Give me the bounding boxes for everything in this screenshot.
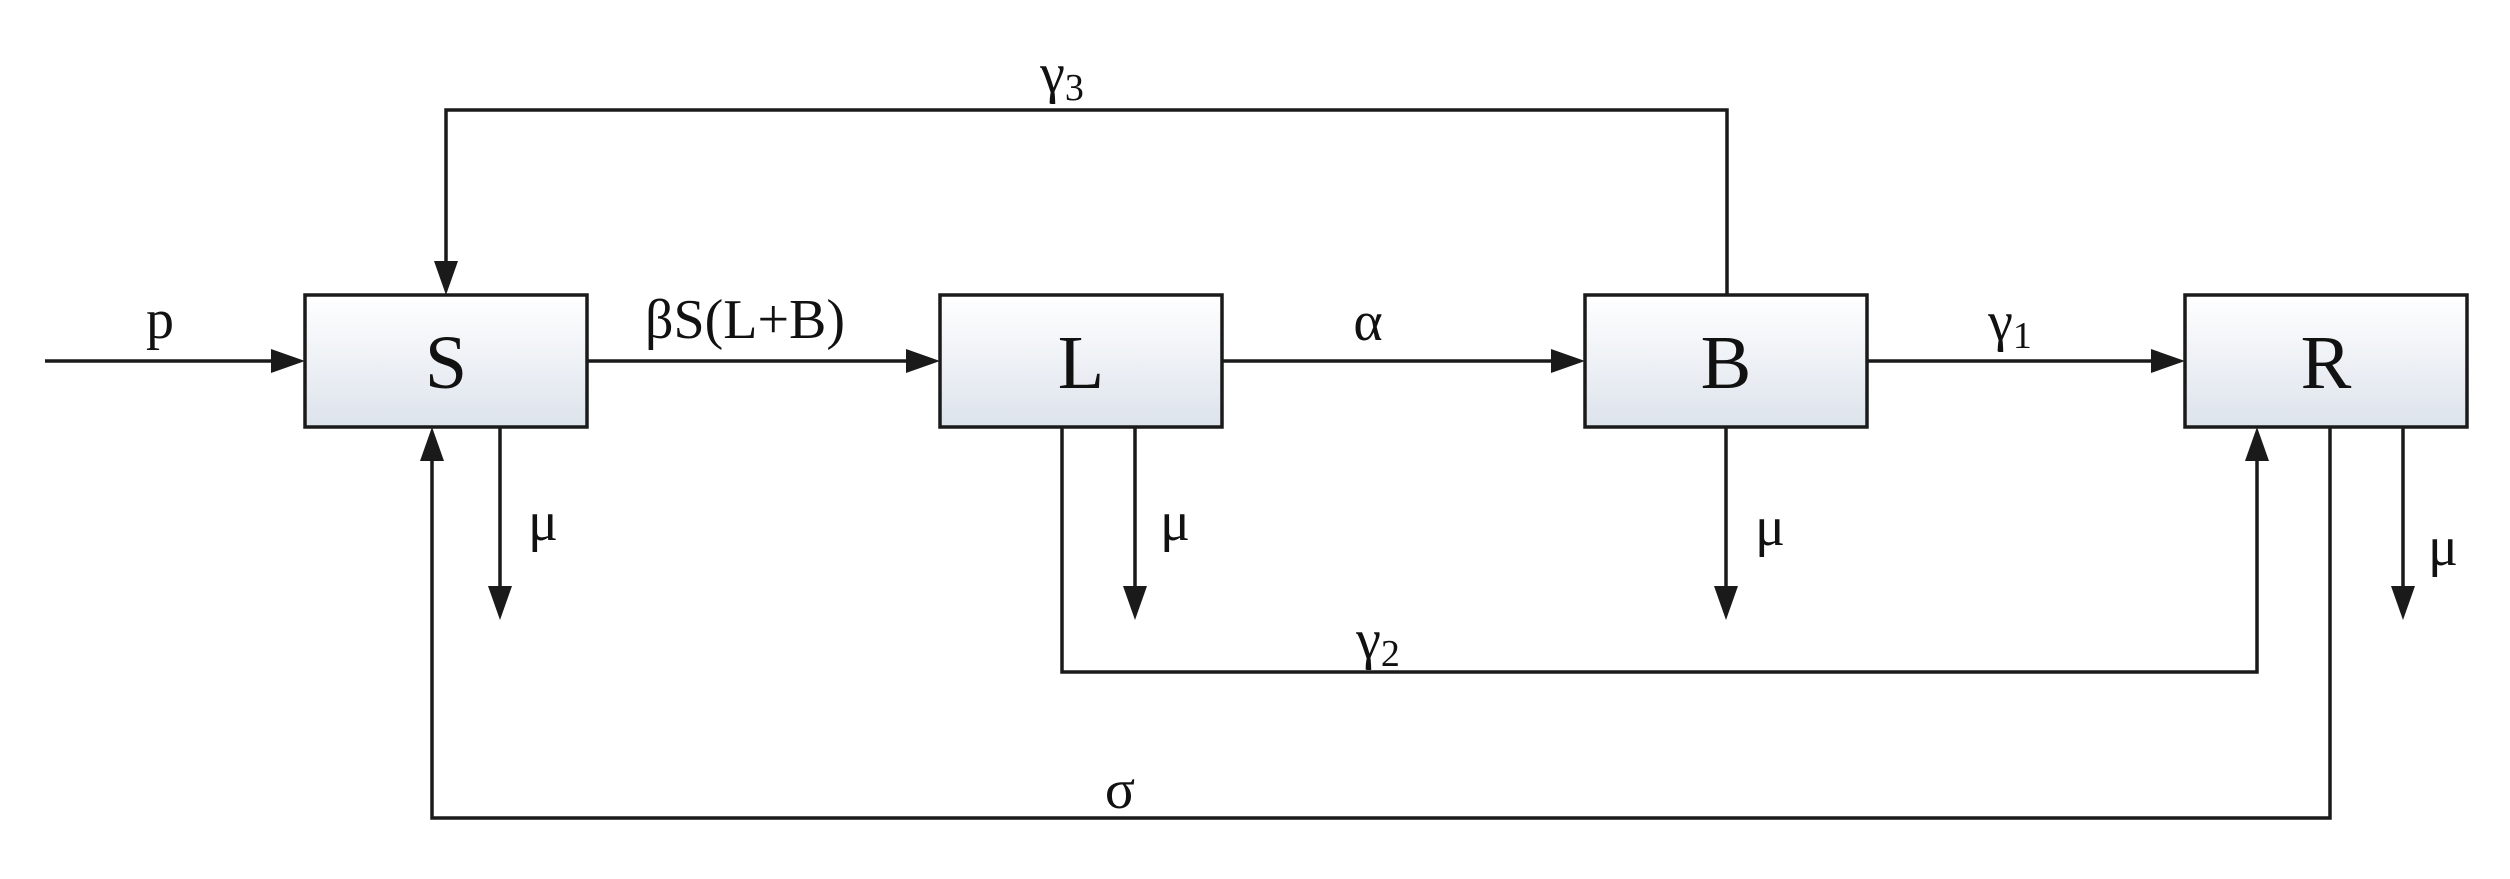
arrowhead <box>488 586 512 620</box>
edge-recovery-l-label: γ2 <box>1355 609 1400 675</box>
edge-death-r-label: μ <box>2428 516 2458 578</box>
edge-recovery-b-label: γ1 <box>1987 291 2032 357</box>
node-b-label: B <box>1701 321 1752 405</box>
edge-death-l-label: μ <box>1160 491 1190 553</box>
edge-recovery-l: γ2 <box>1060 427 2269 675</box>
node-r-label: R <box>2301 321 2352 405</box>
edge-recovery-b: γ1 <box>1867 291 2185 373</box>
gamma-symbol: γ <box>1039 43 1065 105</box>
edge-death-b: μ <box>1714 427 1785 620</box>
edge-infection-label: βS(L+B) <box>645 289 845 351</box>
edge-death-l: μ <box>1123 427 1190 620</box>
arrowhead <box>906 349 940 373</box>
node-b: B <box>1583 293 1869 429</box>
arrowhead <box>434 261 458 295</box>
edge-loss-immunity: σ <box>420 427 2332 821</box>
edge-loss-immunity-label: σ <box>1105 759 1135 821</box>
subscript: 3 <box>1065 67 1084 109</box>
edge-relapse-label: γ3 <box>1039 43 1084 109</box>
node-s-label: S <box>425 321 467 405</box>
edge-infection: βS(L+B) <box>587 289 940 373</box>
edge-inflow-label: p <box>146 289 174 351</box>
edge-death-s: μ <box>488 427 558 620</box>
arrowhead <box>2245 427 2269 461</box>
node-l-label: L <box>1058 321 1104 405</box>
subscript: 2 <box>1381 633 1400 675</box>
arrowhead <box>271 349 305 373</box>
edge-death-b-label: μ <box>1755 496 1785 558</box>
node-l: L <box>938 293 1224 429</box>
edge-progression-label: α <box>1353 291 1382 353</box>
arrowhead <box>2151 349 2185 373</box>
edge-death-s-label: μ <box>528 491 558 553</box>
arrowhead <box>420 427 444 461</box>
node-r: R <box>2183 293 2469 429</box>
arrowhead <box>1123 586 1147 620</box>
node-s-box <box>303 293 589 429</box>
arrowhead <box>1714 586 1738 620</box>
node-r-box <box>2183 293 2469 429</box>
arrowhead <box>2391 586 2415 620</box>
edge-progression: α <box>1222 291 1585 373</box>
arrowhead <box>1551 349 1585 373</box>
edge-inflow: p <box>45 289 305 373</box>
gamma-symbol: γ <box>1987 291 2013 353</box>
node-l-box <box>938 293 1224 429</box>
gamma-symbol: γ <box>1355 609 1381 671</box>
subscript: 1 <box>2013 315 2032 357</box>
node-s: S <box>303 293 589 429</box>
edge-death-r: μ <box>2391 427 2458 620</box>
edge-relapse: γ3 <box>434 43 1729 295</box>
